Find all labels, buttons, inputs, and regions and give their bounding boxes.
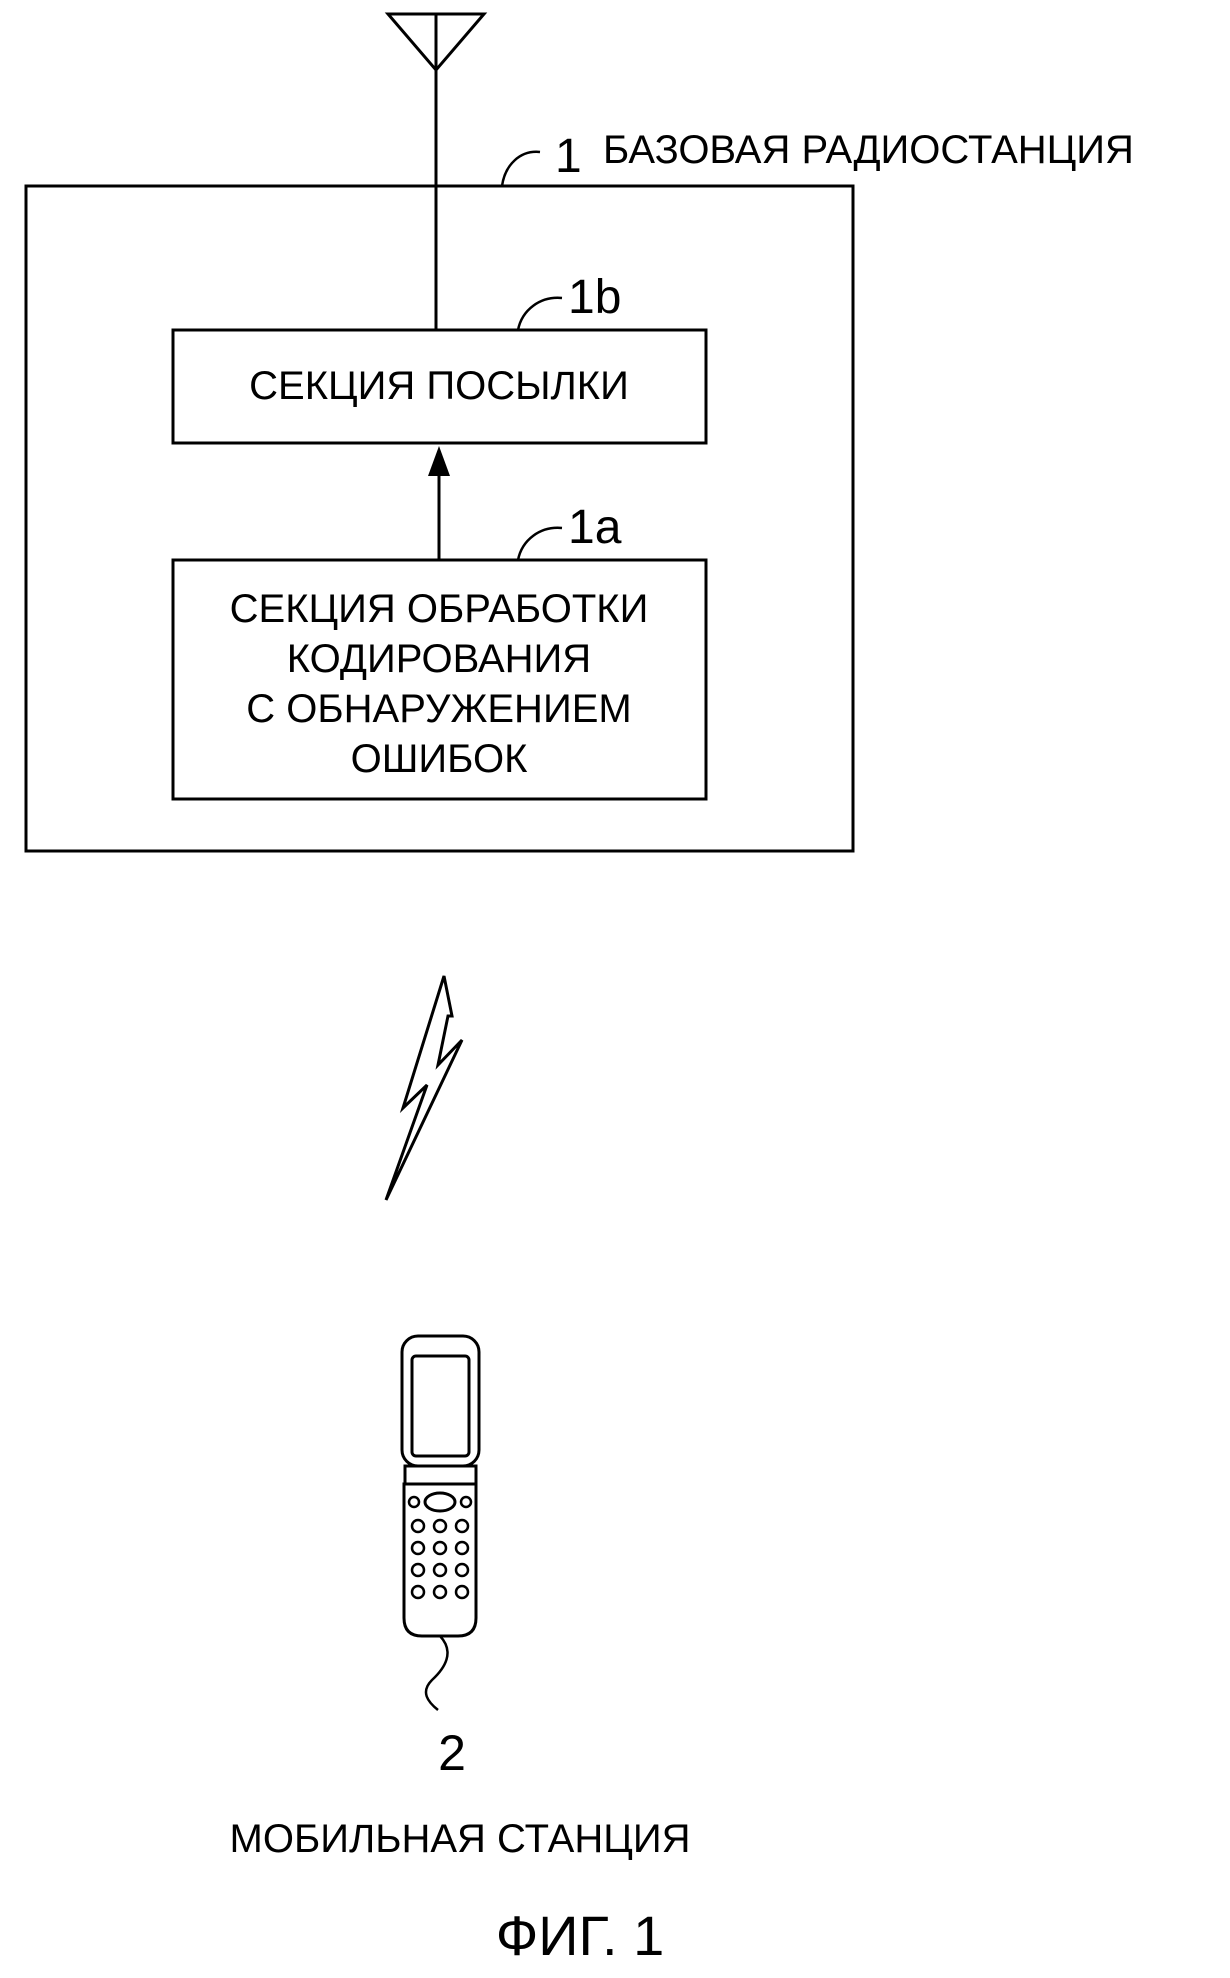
base-station-box (24, 184, 855, 853)
antenna-icon (384, 12, 488, 330)
figure-caption: ФИГ. 1 (496, 1904, 665, 1967)
base-station-ref: 1 (555, 130, 582, 183)
send-section-ref: 1b (568, 271, 621, 324)
encoding-section-leader (516, 526, 563, 561)
radio-link-lightning-icon (384, 975, 464, 1201)
base-station-label: БАЗОВАЯ РАДИОСТАНЦИЯ (603, 128, 1134, 172)
mobile-station-label: МОБИЛЬНАЯ СТАНЦИЯ (230, 1817, 691, 1861)
send-section-leader (516, 296, 563, 331)
send-section-label: СЕКЦИЯ ПОСЫЛКИ (249, 364, 629, 408)
encoding-section-ref: 1a (568, 501, 622, 554)
encoding-section-box (171, 558, 708, 801)
encoding-line-4: ОШИБОК (351, 737, 528, 781)
mobile-station-leader (424, 1635, 449, 1711)
encoding-line-3: С ОБНАРУЖЕНИЕМ (246, 687, 631, 731)
data-flow-arrow (428, 446, 450, 560)
encoding-line-2: КОДИРОВАНИЯ (287, 637, 591, 681)
mobile-station-ref: 2 (438, 1725, 466, 1781)
encoding-line-1: СЕКЦИЯ ОБРАБОТКИ (230, 587, 649, 631)
mobile-phone-icon (400, 1334, 481, 1638)
base-station-leader (500, 150, 541, 187)
send-section-box (171, 328, 708, 445)
encoding-section-label: СЕКЦИЯ ОБРАБОТКИ КОДИРОВАНИЯ С ОБНАРУЖЕН… (230, 587, 649, 781)
